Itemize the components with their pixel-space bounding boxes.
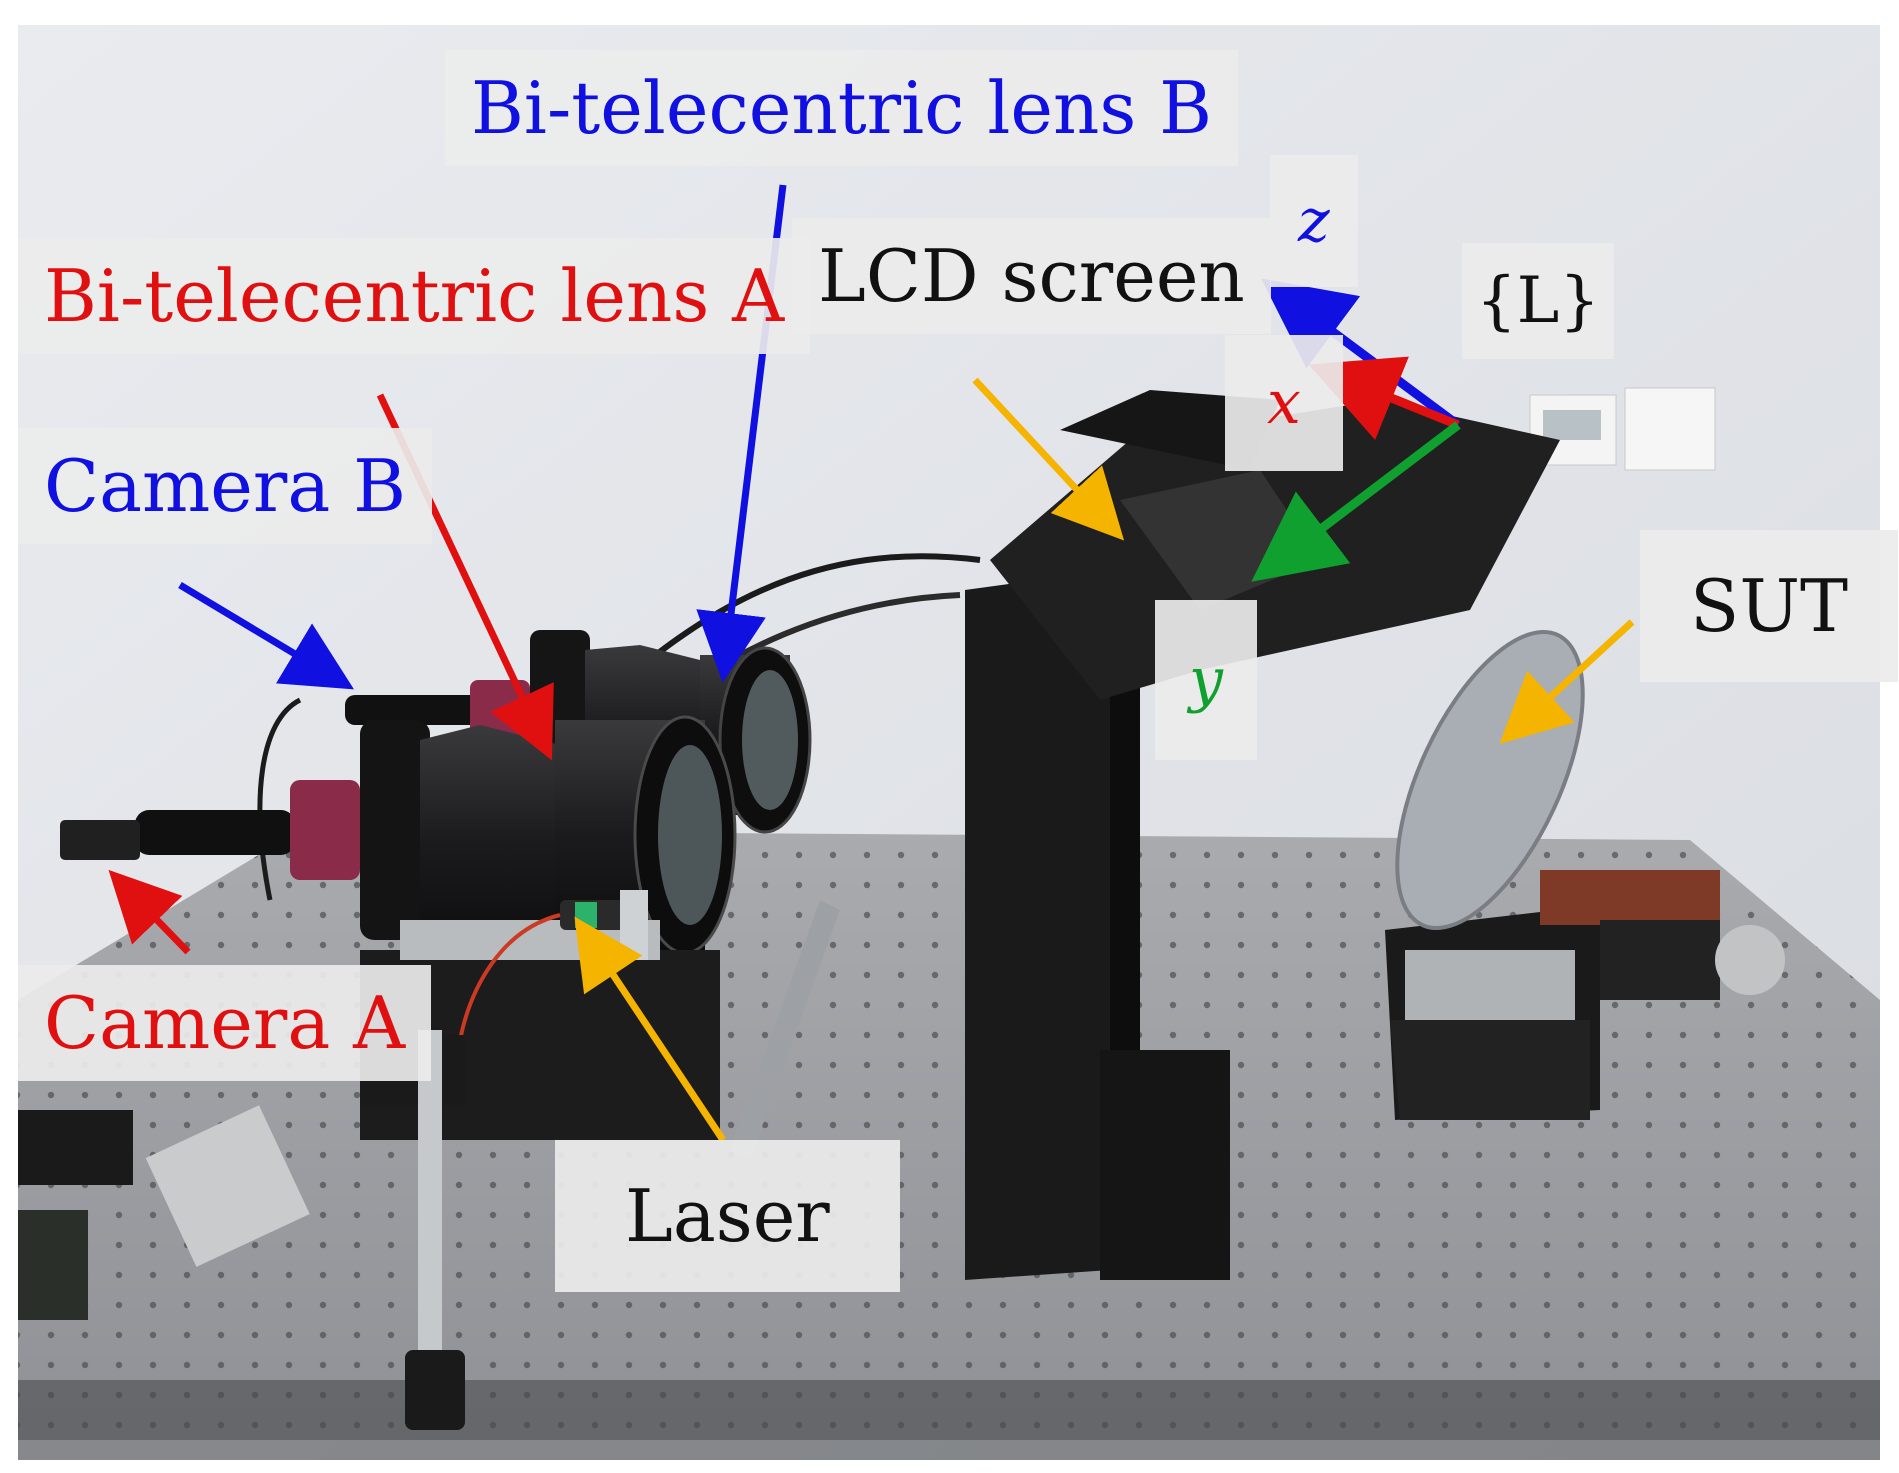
arrow-camera-a <box>108 869 191 955</box>
sut-stage <box>1385 630 1785 1120</box>
label-frame-l: {L} <box>1462 243 1614 359</box>
axis-label-z: z <box>1270 155 1358 287</box>
wall-switch <box>1624 387 1716 471</box>
arrow-lcd <box>972 377 1125 541</box>
label-sut: SUT <box>1640 530 1899 682</box>
axis-label-y: y <box>1155 600 1257 760</box>
label-lens-b: Bi-telecentric lens B <box>445 50 1239 166</box>
arrow-laser <box>574 916 726 1142</box>
arrow-camera-b <box>178 581 355 690</box>
axis-label-x: x <box>1225 335 1343 471</box>
arrow-sut <box>1499 619 1635 744</box>
label-lcd-screen: LCD screen <box>792 218 1271 334</box>
axis-arrow-y <box>1251 421 1461 582</box>
label-camera-a: Camera A <box>18 965 432 1081</box>
label-laser: Laser <box>555 1140 900 1292</box>
axis-arrow-x <box>1308 356 1460 440</box>
label-camera-b: Camera B <box>18 428 433 544</box>
label-lens-a: Bi-telecentric lens A <box>18 238 811 354</box>
bi-telecentric-lens-a <box>60 715 737 960</box>
